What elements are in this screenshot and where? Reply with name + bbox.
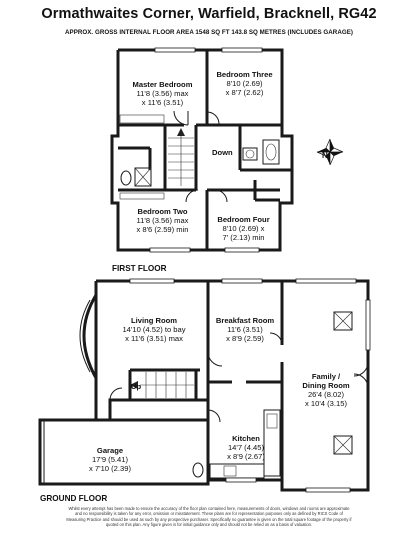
- room-label-bedroom-three: Bedroom Three 8'10 (2.69) x 8'7 (2.62): [216, 70, 273, 97]
- page-title: Ormathwaites Corner, Warfield, Bracknell…: [41, 6, 377, 22]
- room-label-breakfast-room: Breakfast Room 11'6 (3.51) x 8'9 (2.59): [215, 316, 275, 343]
- room-label-master-bedroom: Master Bedroom 11'8 (3.56) max x 11'6 (3…: [132, 80, 193, 107]
- room-label-living-room: Living Room 14'10 (4.52) to bay x 11'6 (…: [122, 316, 186, 343]
- room-label-kitchen: Kitchen 14'7 (4.45) x 8'9 (2.67): [227, 434, 265, 461]
- room-label-bedroom-two: Bedroom Two 11'8 (3.56) max x 8'6 (2.59)…: [136, 207, 189, 234]
- stairs-up-label: Up: [131, 382, 142, 391]
- first-floor-plan: [110, 47, 294, 253]
- room-label-garage: Garage 17'9 (5.41) x 7'10 (2.39): [89, 446, 131, 473]
- floor-area-subtitle: APPROX. GROSS INTERNAL FLOOR AREA 1548 S…: [65, 29, 353, 36]
- stairs-down-label: Down: [212, 148, 233, 157]
- compass-icon: [316, 138, 344, 166]
- room-label-family-dining-room: Family / Dining Room 26'4 (8.02) x 10'4 …: [302, 372, 350, 408]
- room-label-bedroom-four: Bedroom Four 8'10 (2.69) x 7' (2.13) min: [217, 215, 270, 242]
- ground-floor-label: GROUND FLOOR: [40, 494, 108, 503]
- ground-floor-plan: [38, 278, 371, 493]
- disclaimer-text: Whilst every attempt has been made to en…: [66, 506, 352, 528]
- compass-north-letter: N: [322, 151, 328, 160]
- first-floor-label: FIRST FLOOR: [112, 264, 167, 273]
